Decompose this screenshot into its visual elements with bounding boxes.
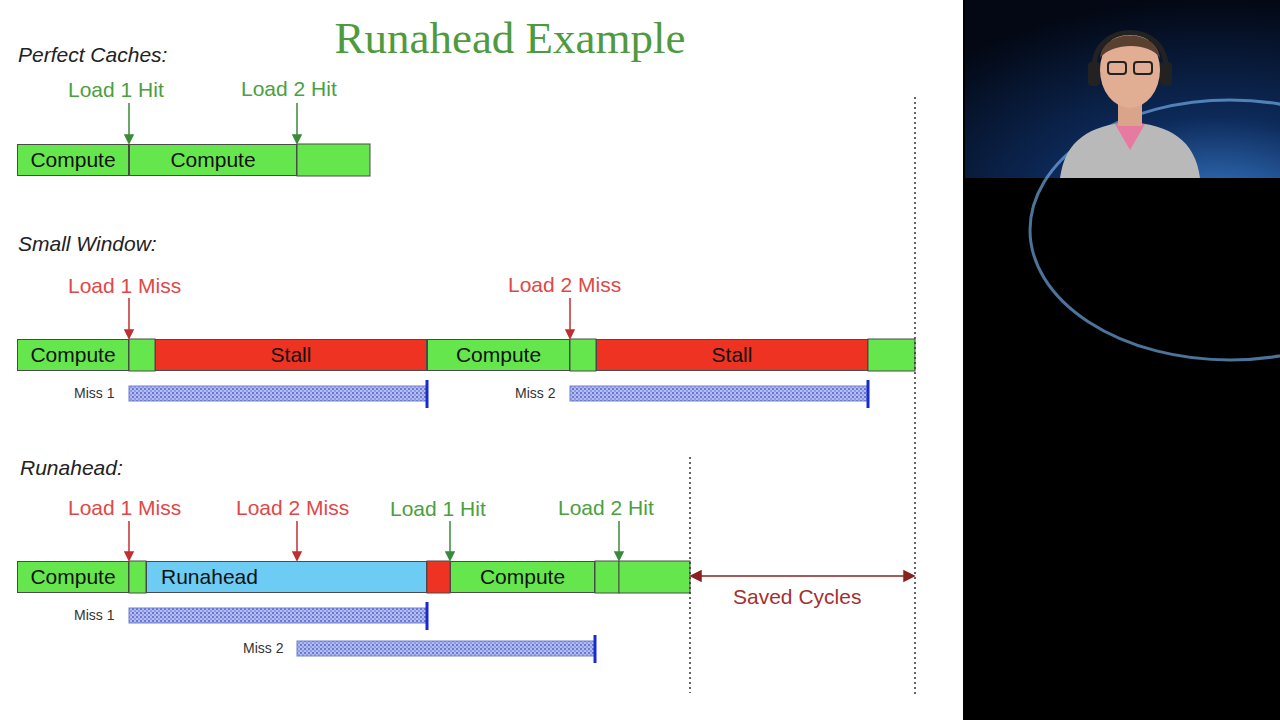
compute-segment: Compute: [427, 339, 570, 371]
segment-label: Runahead: [161, 565, 258, 589]
stall-segment: [427, 561, 450, 593]
miss-label: Miss 1: [74, 607, 114, 623]
miss-bar: [129, 608, 427, 623]
green-segment: [595, 561, 619, 593]
miss-label: Miss 2: [515, 385, 555, 401]
event-label: Load 2 Miss: [508, 273, 621, 297]
miss-end: [426, 602, 429, 630]
segment-label: Compute: [480, 565, 565, 589]
miss-arrow: [125, 298, 574, 560]
compute-segment: Compute: [17, 561, 129, 593]
event-label: Load 1 Miss: [68, 274, 181, 298]
segment-label: Compute: [30, 565, 115, 589]
section-label: Runahead:: [20, 456, 123, 480]
event-label: Load 1 Miss: [68, 496, 181, 520]
segment-label: Stall: [271, 343, 312, 367]
miss-label: Miss 1: [74, 385, 114, 401]
event-label: Load 1 Hit: [390, 497, 486, 521]
compute-segment: Compute: [129, 144, 297, 176]
compute-segment: Compute: [450, 561, 595, 593]
green-segment: [129, 561, 146, 593]
segment-label: Stall: [712, 343, 753, 367]
webcam-view: [965, 0, 1280, 360]
green-segment: [570, 339, 596, 371]
segment-label: Compute: [30, 148, 115, 172]
stall-segment: Stall: [155, 339, 427, 371]
guide-line: [689, 457, 691, 693]
miss-label: Miss 2: [243, 640, 283, 656]
compute-segment: Compute: [17, 144, 129, 176]
green-segment: [297, 144, 370, 176]
slide-title: Runahead Example: [210, 12, 810, 64]
green-segment: [619, 561, 690, 593]
event-label: Load 2 Hit: [241, 77, 337, 101]
runahead-segment: Runahead: [146, 561, 427, 593]
miss-bar: [570, 386, 868, 401]
miss-end: [426, 380, 429, 408]
event-label: Load 2 Hit: [558, 496, 654, 520]
guide-line: [914, 97, 916, 695]
saved-label: Saved Cycles: [733, 585, 861, 609]
green-segment: [868, 339, 915, 371]
saved-arrow: [691, 571, 914, 581]
segment-label: Compute: [456, 343, 541, 367]
hit-arrow: [125, 103, 623, 560]
event-label: Load 2 Miss: [236, 496, 349, 520]
section-label: Perfect Caches:: [18, 43, 167, 67]
compute-segment: Compute: [17, 339, 129, 371]
miss-bar: [297, 641, 595, 656]
miss-end: [594, 635, 597, 663]
segment-label: Compute: [30, 343, 115, 367]
miss-bar: [129, 386, 427, 401]
green-segment: [129, 339, 155, 371]
segment-label: Compute: [170, 148, 255, 172]
event-label: Load 1 Hit: [68, 78, 164, 102]
miss-end: [867, 380, 870, 408]
stall-segment: Stall: [596, 339, 868, 371]
section-label: Small Window:: [18, 232, 157, 256]
